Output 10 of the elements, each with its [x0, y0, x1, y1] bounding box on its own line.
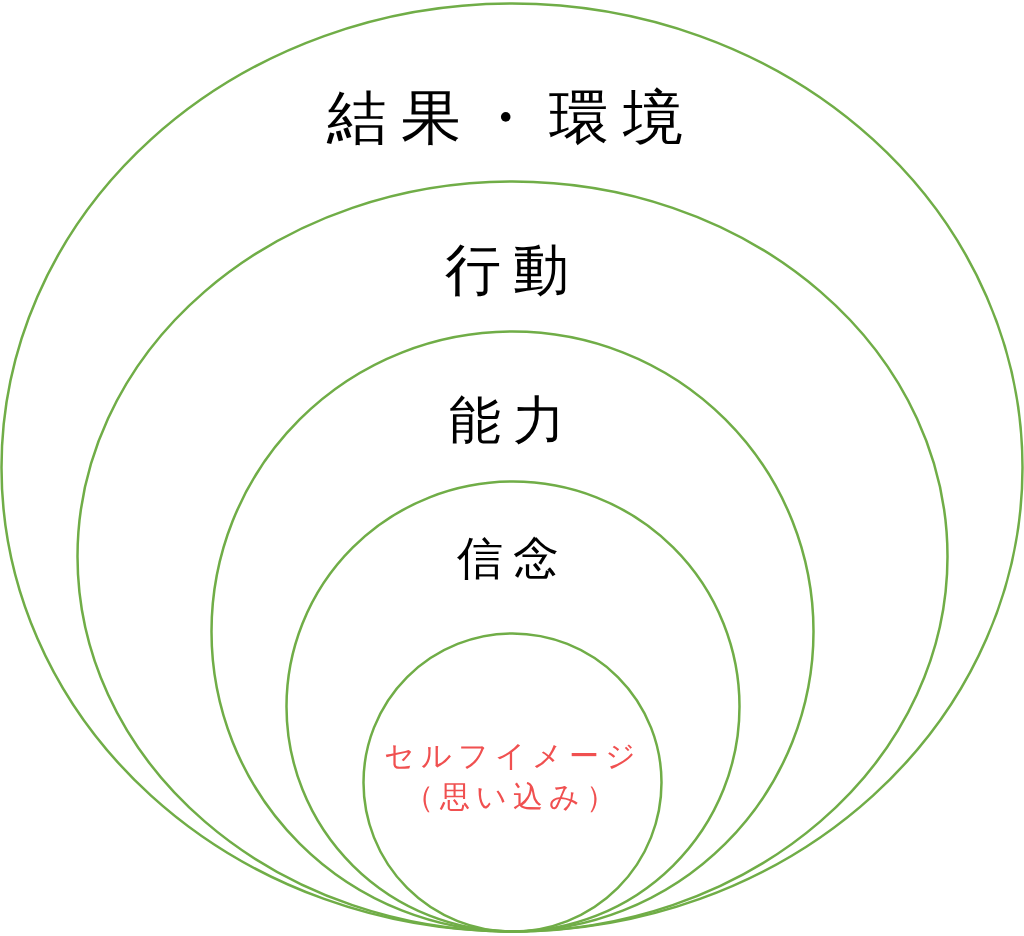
ellipse-layer — [210, 330, 815, 933]
layer-label: 結果・環境 — [327, 81, 697, 154]
layer-label: 能力 — [448, 389, 577, 452]
ellipse-layer — [76, 180, 949, 933]
layer-label: 行動 — [444, 236, 581, 304]
ellipse-layer — [362, 632, 663, 933]
layer-label: 信念 — [457, 530, 569, 587]
ellipse-layer — [285, 480, 741, 933]
layer-label: セルフイメージ — [383, 737, 642, 775]
layer-label: （思い込み） — [403, 778, 622, 817]
